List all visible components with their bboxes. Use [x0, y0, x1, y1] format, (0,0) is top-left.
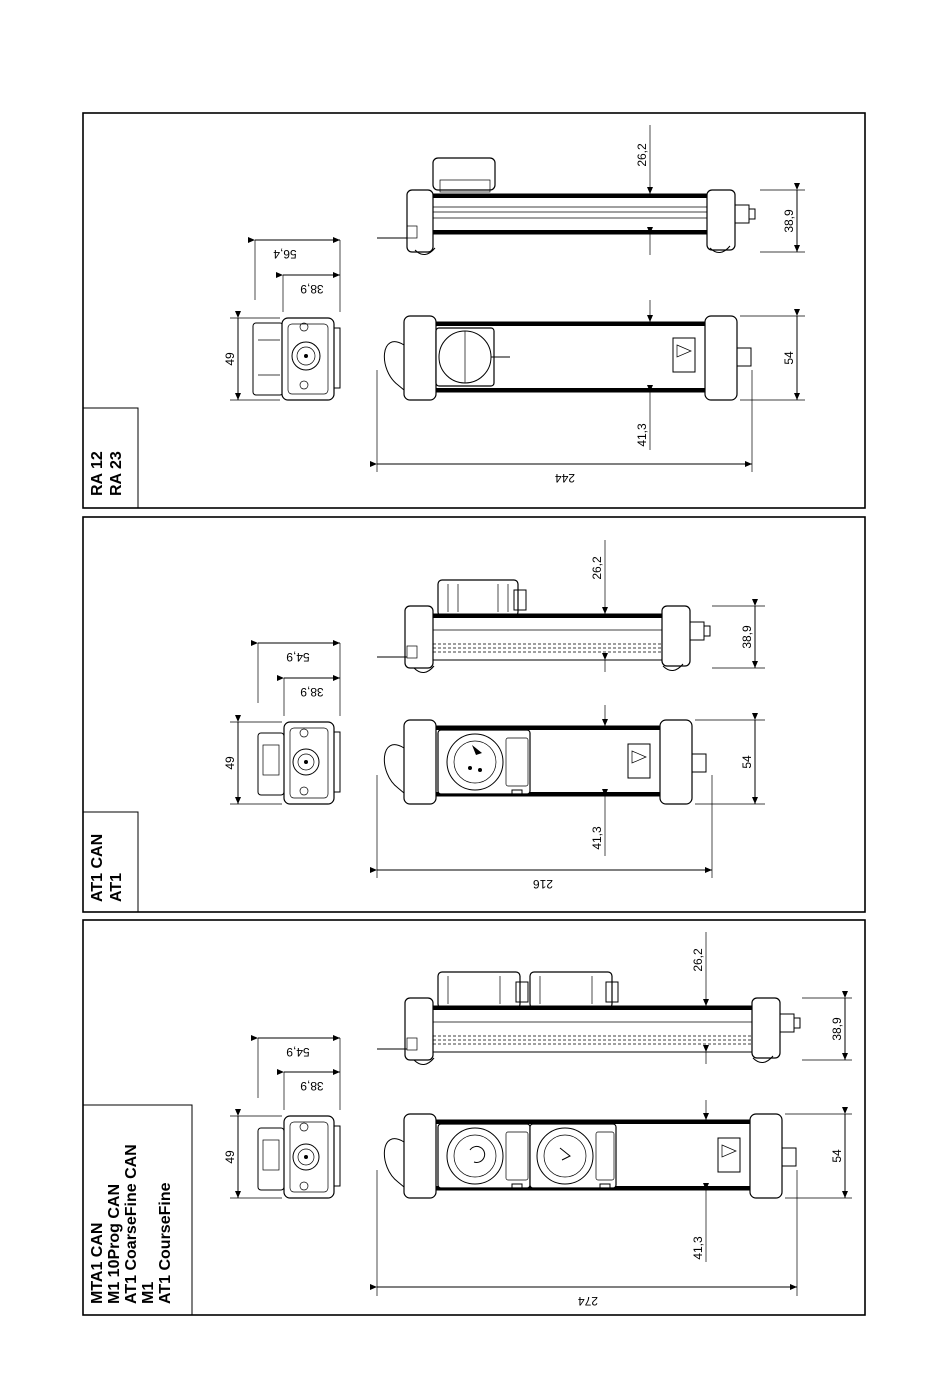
dim-side-height: 38,9 — [830, 1017, 844, 1041]
panel-mta1: MTA1 CAN M1 10Prog CAN AT1 CoarseFine CA… — [83, 920, 865, 1315]
title-line-5: AT1 CourseFine — [157, 1182, 174, 1304]
title-line-1: RA 12 — [89, 451, 106, 496]
panel-ra: RA 12 RA 23 56,4 38,9 49 — [83, 113, 865, 508]
side-view: 26,2 38,9 — [377, 540, 765, 673]
title-block: AT1 CAN AT1 — [89, 834, 125, 902]
title-line-4: M1 — [140, 1282, 157, 1304]
panel-frame — [83, 517, 865, 912]
end-view: 54,9 38,9 49 — [223, 643, 340, 804]
front-view: 41,3 54 274 — [377, 1100, 852, 1308]
dim-end-depth: 54,9 — [286, 650, 310, 664]
dim-bottom-offset: 41,3 — [590, 826, 604, 850]
dim-end-height: 38,9 — [300, 282, 324, 296]
dim-bottom-offset: 41,3 — [691, 1236, 705, 1260]
dim-end-depth: 54,9 — [286, 1045, 310, 1059]
end-view: 54,9 38,9 49 — [223, 1038, 340, 1198]
dim-side-height: 38,9 — [740, 625, 754, 649]
dim-length: 216 — [533, 877, 553, 891]
title-line-2: AT1 — [108, 873, 125, 902]
panel-at1: AT1 CAN AT1 54,9 38,9 49 — [83, 517, 865, 912]
front-view: 41,3 54 244 — [377, 300, 805, 485]
dim-length: 244 — [555, 471, 575, 485]
dim-end-width: 49 — [223, 756, 237, 770]
front-view: 41,3 54 216 — [377, 705, 765, 891]
dim-front-height: 54 — [782, 351, 796, 365]
dim-top-depth: 26,2 — [590, 556, 604, 580]
title-line-3: AT1 CoarseFine CAN — [123, 1144, 140, 1304]
title-block: MTA1 CAN M1 10Prog CAN AT1 CoarseFine CA… — [89, 1144, 174, 1304]
side-view: 26,2 38,9 — [377, 125, 805, 255]
dim-end-depth: 56,4 — [273, 247, 297, 261]
title-block: RA 12 RA 23 — [89, 451, 125, 496]
dim-end-width: 49 — [223, 352, 237, 366]
title-line-2: M1 10Prog CAN — [106, 1184, 123, 1304]
dim-length: 274 — [578, 1294, 598, 1308]
title-line-1: MTA1 CAN — [89, 1223, 106, 1304]
dim-front-height: 54 — [830, 1149, 844, 1163]
dim-end-width: 49 — [223, 1150, 237, 1164]
side-view: 26,2 38,9 — [377, 932, 852, 1065]
dim-end-height: 38,9 — [300, 1079, 324, 1093]
dim-top-depth: 26,2 — [635, 143, 649, 167]
title-line-2: RA 23 — [108, 451, 125, 496]
end-view: 56,4 38,9 49 — [223, 240, 340, 400]
dim-top-depth: 26,2 — [691, 948, 705, 972]
dim-side-height: 38,9 — [782, 209, 796, 233]
dim-bottom-offset: 41,3 — [635, 423, 649, 447]
dim-end-height: 38,9 — [300, 685, 324, 699]
title-line-1: AT1 CAN — [89, 834, 106, 902]
dim-front-height: 54 — [740, 755, 754, 769]
